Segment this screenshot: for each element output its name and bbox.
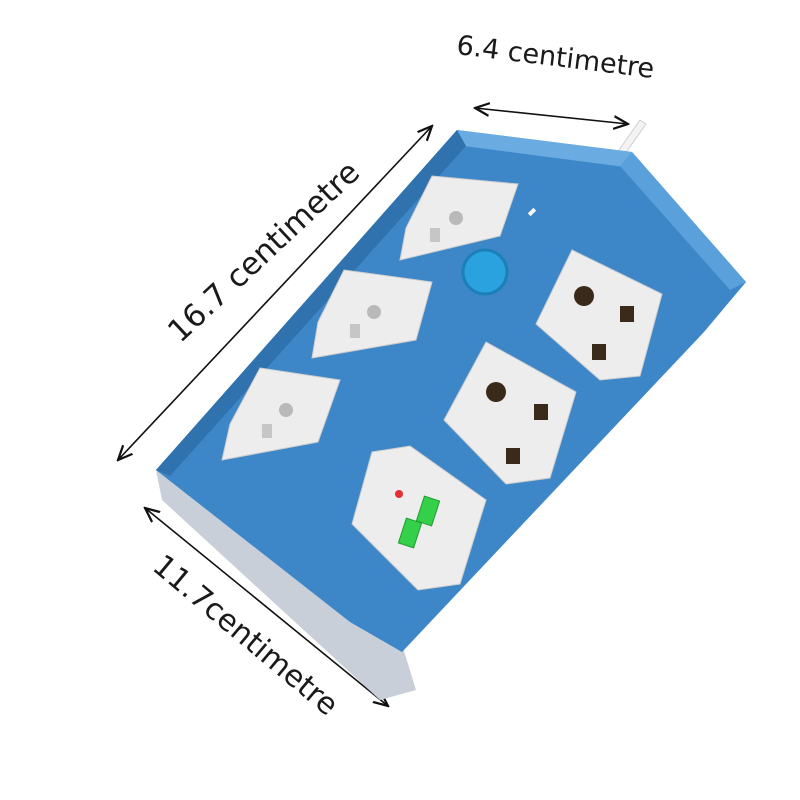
indicator-light xyxy=(527,207,537,217)
small-socket-middle xyxy=(311,269,433,359)
usb-module xyxy=(351,445,487,591)
strip-underside xyxy=(156,470,416,700)
universal-socket-upper xyxy=(535,249,663,381)
power-switch xyxy=(461,248,509,296)
width-dimension-line xyxy=(475,108,628,124)
strip-housing xyxy=(156,130,746,652)
small-socket-bottom xyxy=(221,367,341,461)
usb-led xyxy=(395,490,403,498)
housing-right-lip xyxy=(620,152,746,290)
usb-port-b xyxy=(397,517,423,549)
depth-dimension-line xyxy=(145,508,388,706)
small-socket-top xyxy=(399,175,519,261)
housing-top-lip xyxy=(457,130,632,168)
usb-port-a xyxy=(415,495,441,527)
length-dimension-line xyxy=(118,126,432,460)
housing-left-edge xyxy=(156,130,466,476)
universal-socket-lower xyxy=(443,341,577,485)
